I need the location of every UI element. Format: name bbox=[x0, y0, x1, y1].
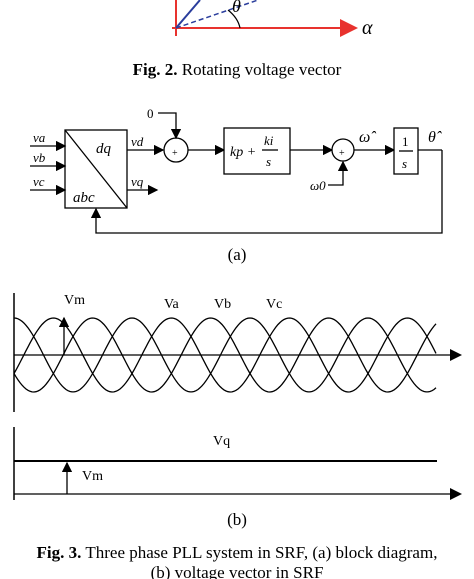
alpha-label: α bbox=[362, 17, 373, 39]
label-vq-wave: Vq bbox=[213, 434, 230, 449]
feedback-line bbox=[90, 150, 443, 234]
rotating-axis bbox=[175, 0, 259, 29]
label-pi-ki: ki bbox=[264, 133, 274, 148]
fig2-caption-text: Rotating voltage vector bbox=[178, 60, 342, 79]
wave-va bbox=[13, 317, 437, 393]
ref-zero-line bbox=[158, 112, 182, 140]
omega0-line bbox=[328, 160, 349, 186]
fig3-caption-label: Fig. 3. bbox=[37, 543, 82, 562]
fig3-caption-line1: Fig. 3. Three phase PLL system in SRF, (… bbox=[37, 543, 438, 562]
fig2-diagram: θ α bbox=[172, 0, 373, 39]
label-vb: vb bbox=[33, 150, 46, 165]
fig2-caption: Fig. 2. Rotating voltage vector bbox=[133, 60, 342, 79]
label-integrator-num: 1 bbox=[402, 134, 409, 149]
arrow-head-waveform bbox=[450, 349, 462, 361]
label-va-wave: Va bbox=[164, 297, 180, 312]
srf-labels: Vq Vm bbox=[82, 434, 230, 484]
label-va: va bbox=[33, 130, 46, 145]
label-pi-s: s bbox=[266, 154, 271, 169]
pll-block-diagram bbox=[30, 112, 443, 234]
label-vq: vq bbox=[131, 174, 144, 189]
angle-arc bbox=[227, 9, 241, 29]
label-integrator-den: s bbox=[402, 156, 407, 171]
label-abc: abc bbox=[73, 190, 95, 206]
fig3-caption-text: Three phase PLL system in SRF, (a) block… bbox=[81, 543, 437, 562]
waveform-labels: Vm Va Vb Vc bbox=[64, 293, 282, 312]
angle-label: θ bbox=[232, 0, 241, 16]
label-vc-wave: Vc bbox=[266, 297, 282, 312]
label-pi-kp: kp + bbox=[230, 145, 256, 160]
waveform-panel bbox=[13, 293, 462, 412]
wave-vb bbox=[13, 317, 437, 393]
fig2-caption-label: Fig. 2. bbox=[133, 60, 178, 79]
abc-dq-diagonal bbox=[64, 129, 128, 209]
label-vc: vc bbox=[33, 174, 45, 189]
sum1-plus: + bbox=[172, 148, 178, 159]
label-vm-top: Vm bbox=[64, 293, 85, 308]
label-omega-hat: ω̂ bbox=[359, 129, 376, 146]
fig3b-sublabel: (b) bbox=[227, 510, 247, 529]
label-vm-bottom: Vm bbox=[82, 469, 103, 484]
srf-panel bbox=[13, 427, 462, 500]
arrow-head-srf bbox=[450, 488, 462, 500]
wave-vc bbox=[13, 317, 437, 393]
fig3-caption-line2: (b) voltage vector in SRF bbox=[151, 563, 324, 579]
pi-controller-block bbox=[223, 127, 291, 175]
sum2-plus: + bbox=[339, 148, 345, 159]
fig3a-sublabel: (a) bbox=[228, 245, 247, 264]
label-theta-hat: θ̂ bbox=[428, 129, 442, 146]
voltage-vector bbox=[175, 0, 201, 29]
label-omega0: ω0 bbox=[310, 178, 326, 193]
label-vd: vd bbox=[131, 134, 144, 149]
label-dq: dq bbox=[96, 141, 112, 157]
block-diagram-labels: va vb vc dq abc vd vq 0 + kp + ki s + ω̂… bbox=[33, 106, 442, 206]
label-vb-wave: Vb bbox=[214, 297, 231, 312]
label-ref-zero: 0 bbox=[147, 106, 154, 121]
